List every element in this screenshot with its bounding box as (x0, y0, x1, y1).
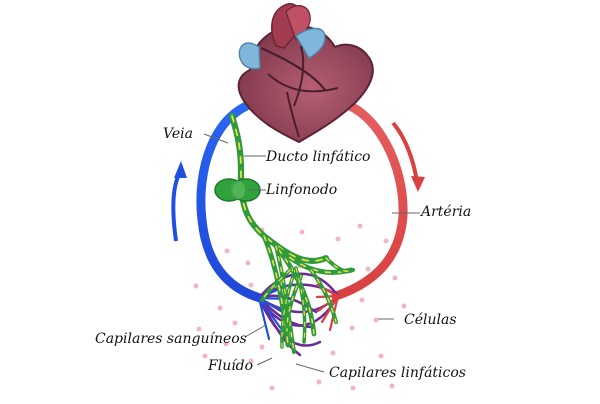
lymph-node-icon (214, 178, 261, 202)
arrow-up-icon (171, 161, 187, 242)
lymphatic-vessels (228, 112, 355, 354)
label-linfonodo: Linfonodo (265, 182, 337, 198)
arrow-down-icon (391, 121, 425, 192)
heart-icon (237, 3, 374, 144)
label-veia: Veia (163, 126, 193, 142)
label-capilares-linfaticos: Capilares linfáticos (329, 365, 466, 381)
label-celulas: Células (404, 312, 457, 328)
label-ducto-linfatico: Ducto linfático (265, 149, 370, 165)
label-capilares-sanguineos: Capilares sanguíneos (95, 331, 247, 347)
label-arteria: Artéria (419, 204, 471, 220)
leader-lines (203, 133, 420, 373)
artery-loop (331, 98, 408, 301)
vein-loop (196, 97, 265, 303)
label-fluido: Fluído (207, 358, 253, 374)
